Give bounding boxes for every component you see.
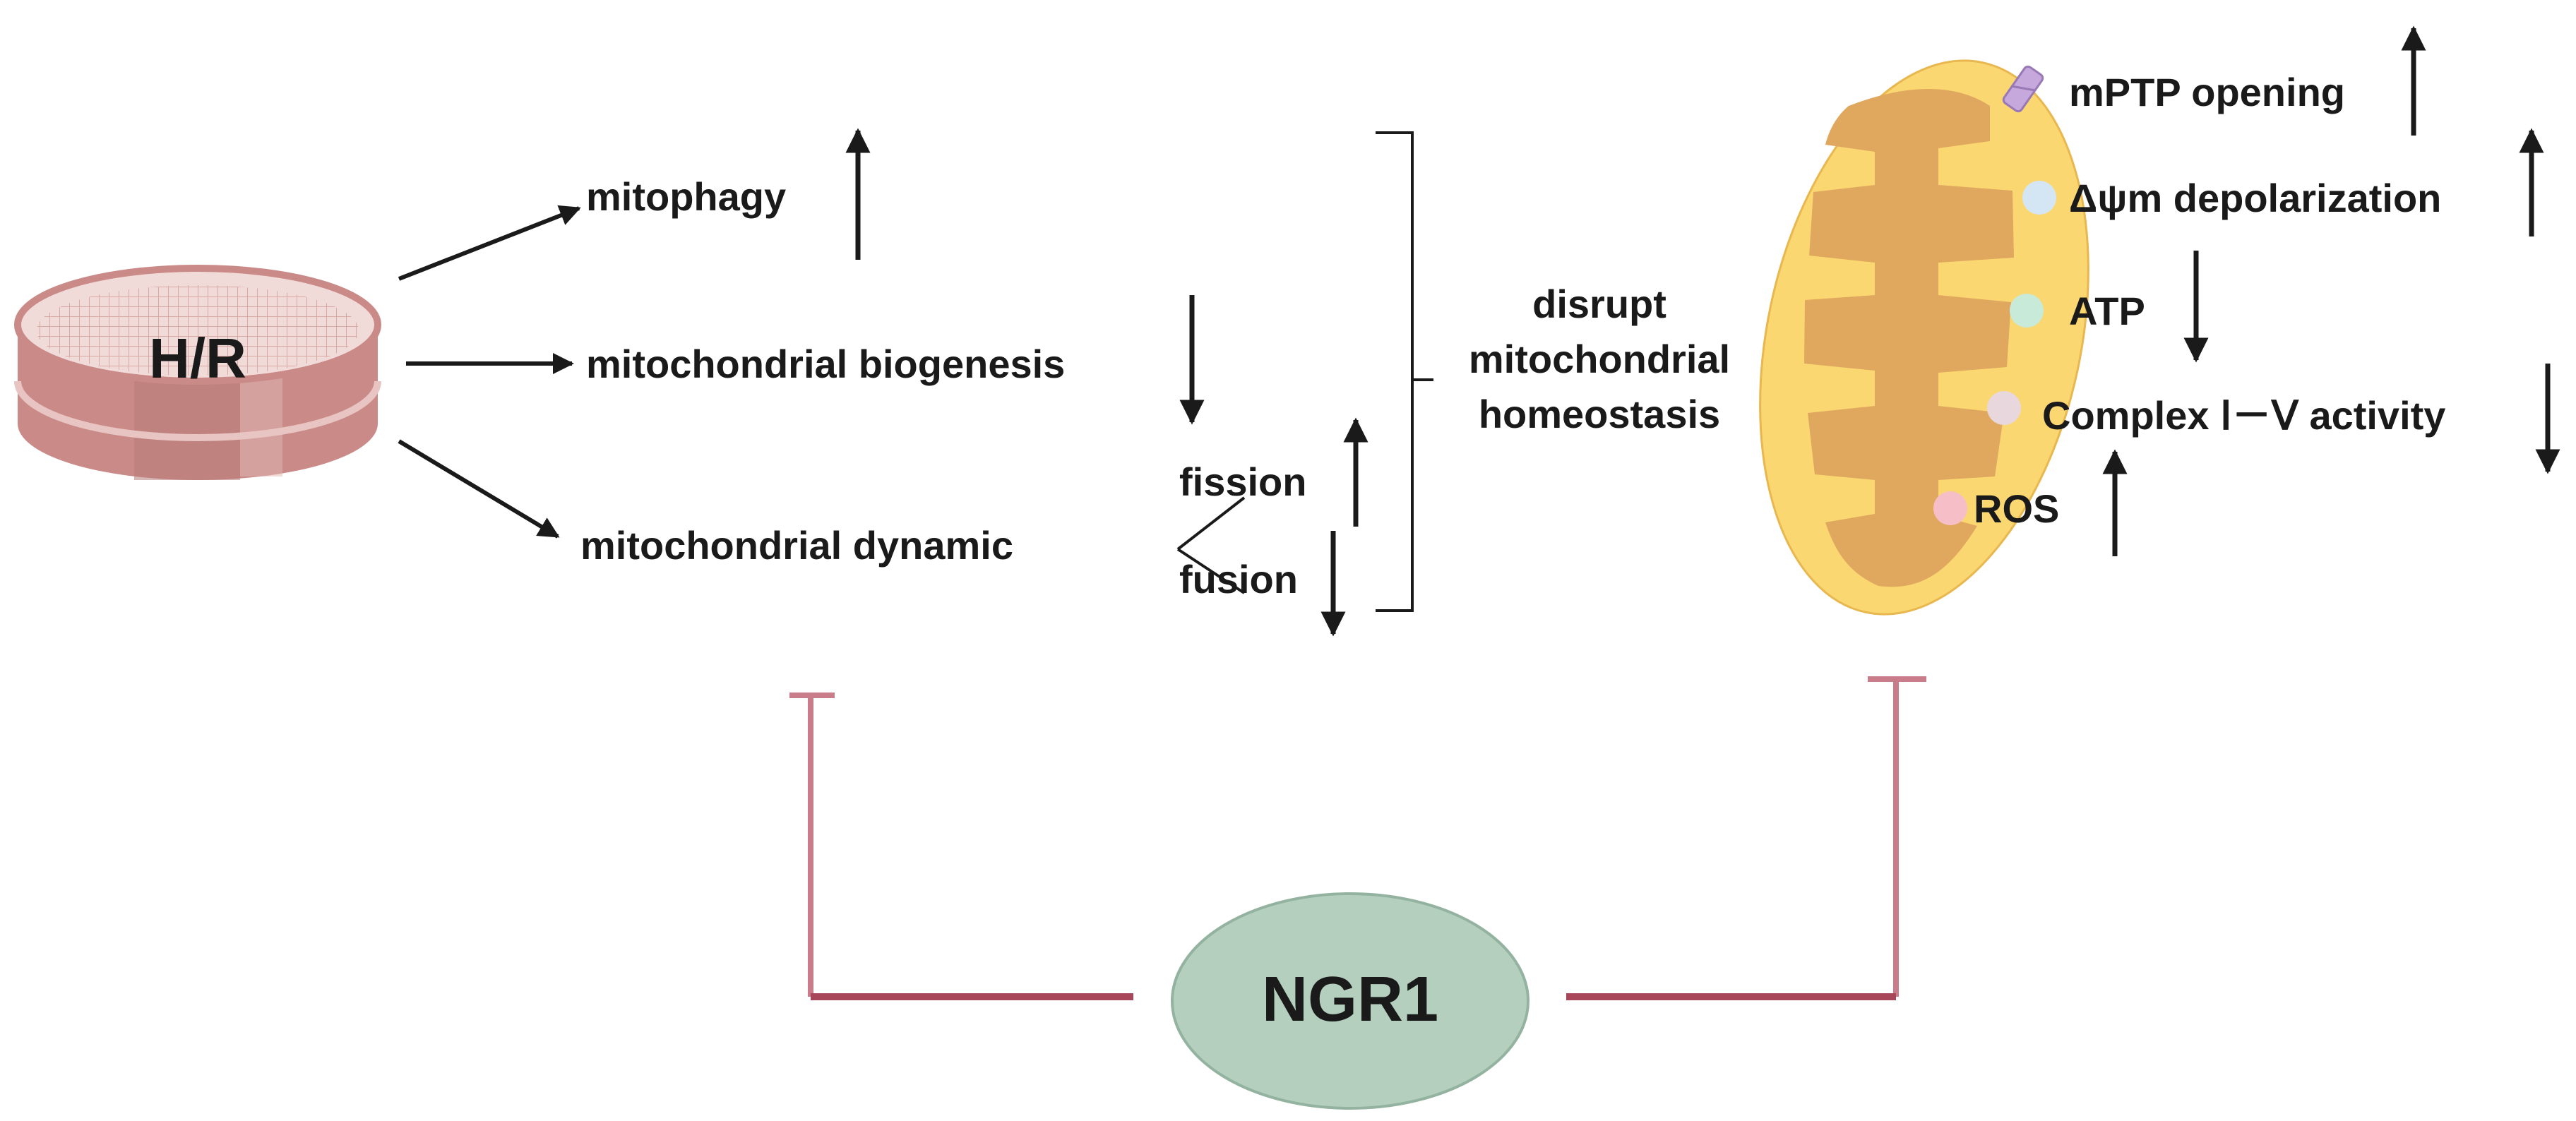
arrow-to-mitophagy: [398, 205, 581, 281]
biogenesis-label: mitochondrial biogenesis: [586, 342, 1065, 386]
complex-label: Complex Ⅰ－Ⅴ activity: [2042, 393, 2445, 438]
ros-marker-icon: [1933, 491, 1967, 525]
fusion-label: fusion: [1179, 557, 1298, 601]
inhibition-line-left: [789, 693, 1133, 1000]
hr-label: H/R: [149, 327, 246, 390]
ros-label: ROS: [1974, 486, 2059, 531]
mptp-channel-icon: [2002, 65, 2044, 113]
depolarization-marker-icon: [2022, 181, 2056, 215]
culture-dish-icon: [14, 265, 381, 480]
outcome-line-3: homeostasis: [1479, 392, 1720, 436]
mitophagy-label: mitophagy: [586, 174, 786, 219]
atp-marker-icon: [2010, 294, 2044, 328]
ngr1-label: NGR1: [1262, 964, 1438, 1035]
arrow-to-dynamic: [398, 439, 560, 539]
atp-label: ATP: [2069, 289, 2145, 333]
ngr1-node: [1171, 892, 1530, 1110]
complex-marker-icon: [1987, 391, 2021, 425]
depolarization-label: Δψm depolarization: [2069, 176, 2441, 220]
dynamic-label: mitochondrial dynamic: [580, 523, 1013, 568]
fission-label: fission: [1179, 460, 1306, 504]
inhibition-line-right: [1566, 676, 1926, 1000]
dynamic-fork: [1176, 496, 1246, 594]
grouping-bracket: [1376, 131, 1433, 612]
outcome-line-2: mitochondrial: [1469, 337, 1730, 381]
outcome-line-1: disrupt: [1532, 282, 1666, 326]
mitochondrion-icon: [1759, 59, 2089, 616]
mptp-label: mPTP opening: [2069, 70, 2345, 114]
